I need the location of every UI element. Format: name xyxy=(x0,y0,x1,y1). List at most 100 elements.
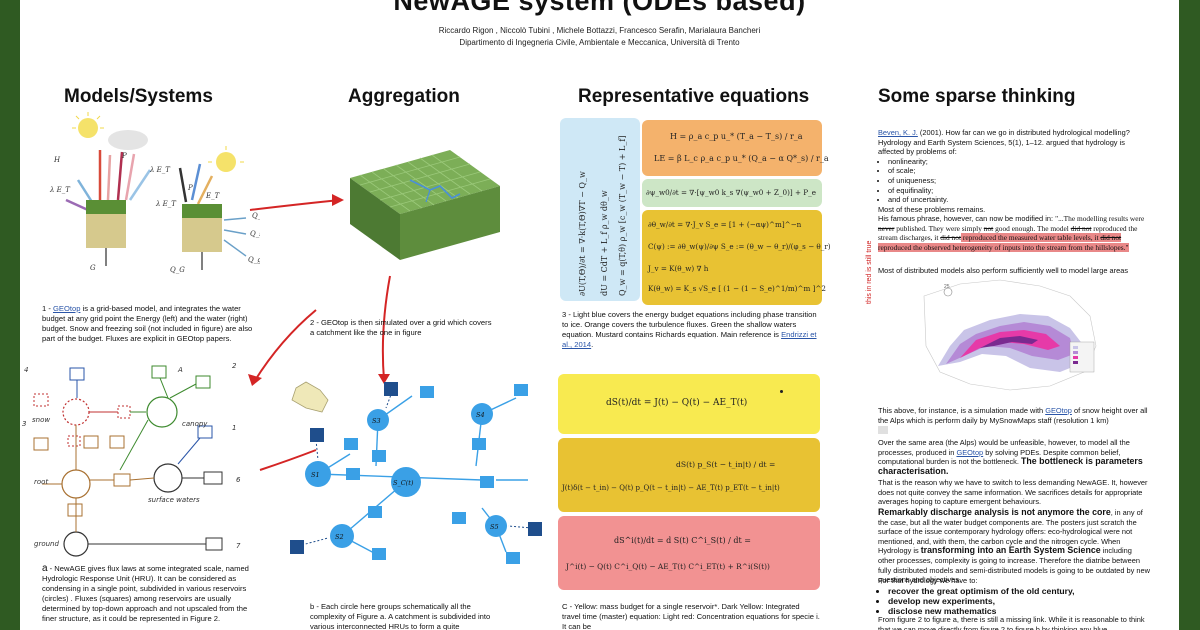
svg-text:Q_s: Q_s xyxy=(250,230,260,238)
shallow-water-box: ∂ψ_w0/∂t = ∇·[ψ_w0 k_s ∇(ψ_w0 + Z_0)] + … xyxy=(642,179,822,207)
bottleneck-paragraph: Over the same area (the Alps) would be u… xyxy=(878,438,1143,476)
richards-equation-box: ∂θ_w/∂t = ∇·J_v S_e = [1 + (−αψ)^m]^−n C… xyxy=(642,210,831,305)
svg-text:surface waters: surface waters xyxy=(148,496,200,504)
list-item: nonlinearity; xyxy=(888,157,1148,167)
endrizzi-link[interactable]: Endrizzi et al., 2014 xyxy=(562,330,817,349)
small-image-placeholder xyxy=(878,426,888,434)
cursor-dot xyxy=(780,390,783,393)
concentration-eq-line1: dS^i(t)/dt = d S(t) C^i_S(t) / dt = xyxy=(614,536,751,545)
sun-icon-left xyxy=(78,118,98,138)
beven-quote-paragraph: His famous phrase, however, can now be m… xyxy=(878,214,1145,252)
svg-text:S5: S5 xyxy=(490,523,499,531)
svg-text:P: P xyxy=(187,184,193,192)
svg-text:A: A xyxy=(177,366,183,374)
travel-time-eq-line1: dS(t) p_S(t − t_in|t) / dt = xyxy=(676,460,776,469)
node-sc xyxy=(391,467,421,497)
svg-text:λ E_T: λ E_T xyxy=(49,186,71,194)
models-systems-heading: Models/Systems xyxy=(64,86,213,107)
node-s4 xyxy=(471,403,493,425)
list-item: develop new experiments, xyxy=(888,596,1150,606)
problems-list: nonlinearity; of scale; of uniqueness; o… xyxy=(878,157,1148,205)
richards-eq-line3: J_v = K(θ_w) ∇ h xyxy=(648,264,709,273)
svg-text:H: H xyxy=(53,156,61,164)
catchment-shape xyxy=(291,381,329,413)
energy-equation: ∂U(T,Θ)/∂t = ∇·k(T,Θ)∇T − Q_w xyxy=(578,171,587,296)
shallow-water-equation: ∂ψ_w0/∂t = ∇·[ψ_w0 k_s ∇(ψ_w0 + Z_0)] + … xyxy=(646,188,816,197)
dU-equation: dU = CdT + L_f ρ_w dθ_w xyxy=(600,190,609,296)
svg-text:4: 4 xyxy=(24,366,28,374)
list-item: of scale; xyxy=(888,166,1148,176)
svg-text:2: 2 xyxy=(232,362,237,370)
node-s1 xyxy=(305,461,331,487)
svg-text:6: 6 xyxy=(236,476,241,484)
geotop-link-3[interactable]: GEOtop xyxy=(956,447,984,457)
list-item: of uniqueness; xyxy=(888,176,1148,186)
compass-icon xyxy=(943,287,953,297)
snow-reservoir xyxy=(62,398,90,426)
list-item: disclose new mathematics xyxy=(888,606,1150,616)
concentration-eq-line2: J^i(t) − Q(t) C^i_Q(t) − AE_T(t) C^i_ET(… xyxy=(566,562,770,571)
sun-icon-right xyxy=(216,152,236,172)
red-side-note: this in red is still true xyxy=(866,240,873,304)
svg-text:Q_g: Q_g xyxy=(248,256,260,264)
aggregation-heading: Aggregation xyxy=(348,86,460,107)
geotop-columns-figure: Hλ E_TG Pλ E_Tλ E_T E_TQ_supQ_s Q_gQ_GP xyxy=(49,112,260,274)
svg-text:S3: S3 xyxy=(372,417,381,425)
Qw-equation: Q_w = q(T,θ) ρ_w [c_w (T_w − T) + L_f] xyxy=(618,135,627,296)
node-s5 xyxy=(485,515,507,537)
surface-waters-reservoir xyxy=(153,463,183,493)
svg-text:Q_G: Q_G xyxy=(170,266,185,274)
newage-switch-paragraph: That is the reason why we have to switch… xyxy=(878,478,1148,507)
catchment-grid-3d xyxy=(350,150,500,260)
list-item: recover the great optimism of the old ce… xyxy=(888,586,1150,596)
snow-simulation-text: This above, for instance, is a simulatio… xyxy=(878,406,1148,425)
latent-heat-equation: LE = β L_c ρ_a c_p u_* (Q_a − α Q*_s) / … xyxy=(654,154,829,163)
mass-budget-equation: dS(t)/dt = J(t) − Q(t) − AE_T(t) xyxy=(606,398,748,408)
connecting-arrows xyxy=(248,194,391,471)
turbulence-flux-box: H = ρ_a c_p u_* (T_a − T_s) / r_a LE = β… xyxy=(642,120,829,176)
svg-text:E_T: E_T xyxy=(205,192,221,200)
poster-title: NewAGE system (ODEs based) xyxy=(393,0,806,16)
svg-text:S4: S4 xyxy=(476,411,485,419)
svg-text:Q_sup: Q_sup xyxy=(252,212,260,220)
energy-budget-box: ∂U(T,Θ)/∂t = ∇·k(T,Θ)∇T − Q_w dU = CdT +… xyxy=(560,118,640,301)
ground-reservoir xyxy=(63,531,89,557)
svg-text:7: 7 xyxy=(236,542,241,550)
authors-line: Riccardo Rigon , Niccolò Tubini , Michel… xyxy=(438,26,761,35)
geotop-link-2[interactable]: GEOtop xyxy=(1045,406,1072,415)
figure3-caption: 3 - Light blue covers the energy budget … xyxy=(562,310,817,349)
svg-text:canopy: canopy xyxy=(182,420,208,428)
earth-system-paragraph: Remarkably discharge analysis is not any… xyxy=(878,507,1150,585)
cloud-icon xyxy=(108,130,148,150)
node-s3 xyxy=(367,409,389,431)
figure-a-caption: a - NewAGE gives flux laws at some integ… xyxy=(42,563,249,624)
poster-header: NewAGE system (ODEs based) Riccardo Rigo… xyxy=(20,0,1179,62)
beven-link[interactable]: Beven, K. J. xyxy=(878,128,918,137)
representative-equations-heading: Representative equations xyxy=(578,86,810,107)
svg-text:1: 1 xyxy=(232,424,236,432)
concentration-box: dS^i(t)/dt = d S(t) C^i_S(t) / dt = J^i(… xyxy=(558,516,820,590)
list-item: and of uncertainty. xyxy=(888,195,1148,205)
beven-paragraph: Beven, K. J. (2001). How far can we go i… xyxy=(878,128,1148,214)
geotop-link-1[interactable]: GEOtop xyxy=(52,304,81,313)
svg-text:S_C(t): S_C(t) xyxy=(393,479,414,487)
travel-time-eq-line2: J(t)δ(t − t_in) − Q(t) p_Q(t − t_in|t) −… xyxy=(562,484,780,492)
canopy-reservoir xyxy=(146,396,178,428)
tasks-list: recover the great optimism of the old ce… xyxy=(878,586,1150,616)
department-line: Dipartimento di Ingegneria Civile, Ambie… xyxy=(459,38,740,47)
svg-text:snow: snow xyxy=(32,416,50,424)
newage-hru-diagram: snow canopy root surface waters ground 4… xyxy=(22,362,241,557)
list-item: of equifinality; xyxy=(888,186,1148,196)
mass-budget-box: dS(t)/dt = J(t) − Q(t) − AE_T(t) xyxy=(558,374,820,434)
richards-eq-line4: K(θ_w) = K_s √S_e [ (1 − (1 − S_e)^1/m)^… xyxy=(648,284,826,293)
svg-text:λ E_T: λ E_T xyxy=(155,200,177,208)
sparse-thinking-heading: Some sparse thinking xyxy=(878,86,1076,107)
hydrology-tasks: For that hydrology we have to: recover t… xyxy=(878,576,1150,616)
distributed-models-text: Most of distributed models also perform … xyxy=(878,266,1129,275)
figure-c-caption: C - Yellow: mass budget for a single res… xyxy=(562,602,820,630)
poster: NewAGE system (ODEs based) Riccardo Rigo… xyxy=(20,0,1179,630)
figure2-caption: 2 - GEOtop is then simulated over a grid… xyxy=(310,318,492,337)
figure1-caption: 1 - GEOtop is a grid-based model, and in… xyxy=(42,304,253,343)
svg-text:root: root xyxy=(34,478,48,486)
